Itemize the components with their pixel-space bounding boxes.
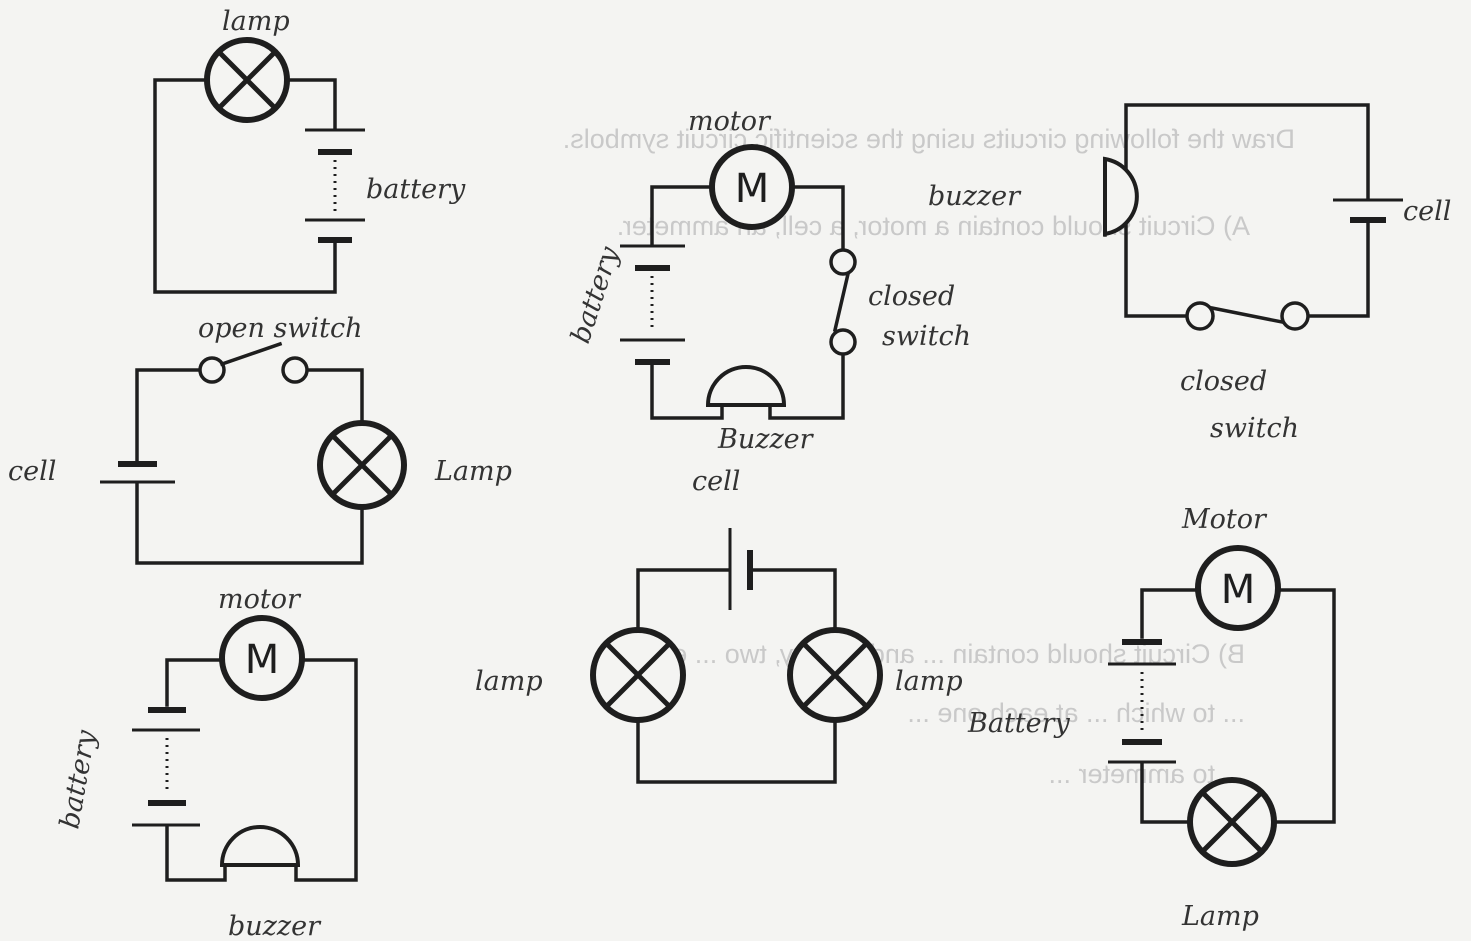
c5-wire-top-left [165,658,224,707]
c4-wire-top-left [135,368,202,464]
circuit-motor-battery-lamp: M Motor Lamp [1108,504,1336,932]
c2-closed-label: closed [868,281,955,312]
circuit-lamp-battery: lamp battery [153,6,466,294]
c5-wire-right [294,658,358,882]
c5-motor-letter: M [245,637,280,683]
c6-wire-top-right [750,568,837,632]
c2-battery-symbol [620,244,685,365]
c6-lamp-right-symbol [787,627,883,723]
c4-wire-top-right [305,368,364,424]
c4-cell-label: cell [8,456,56,487]
c2-motor-symbol: M [709,144,795,230]
c2-cell-label: cell [692,466,740,497]
c6-lamp-left-symbol [590,627,686,723]
c6-wire-top-left [636,568,730,632]
c6-wire-bottom [636,718,837,784]
c3-wire-left [1124,216,1189,318]
c7-motor-label: Motor [1181,504,1268,535]
c1-wire-right [286,78,337,129]
c2-motor-label: motor [688,106,772,137]
c2-buzzer-symbol [705,365,787,407]
c5-battery-label: battery [54,727,102,831]
c1-battery-label: battery [366,174,466,205]
c3-closed-switch-symbol [1185,301,1310,331]
circuit-buzzer-cell-switch: buzzer cell closed switch [928,103,1451,444]
c1-lamp-label: lamp [222,6,290,37]
c2-switch-label: switch [882,321,971,352]
c2-wire-top-left [650,185,714,245]
c7-wire-right [1273,588,1336,824]
c7-lamp-symbol [1187,777,1277,867]
c6-battery-label: Battery [967,708,1071,739]
c4-lamp-label: Lamp [434,456,512,487]
c4-cell-symbol [100,461,175,484]
c3-closed-label: closed [1180,366,1267,397]
c1-lamp-symbol [204,37,290,123]
c6-cell-symbol [728,528,753,610]
ghost-line-1: Draw the following circuits using the sc… [563,124,1295,154]
ghost-line-2: A) Circuit should contain a motor, a cel… [617,211,1250,241]
c2-battery-label: battery [565,243,625,348]
c1-wire-left [153,78,337,294]
c5-battery-symbol [132,707,200,827]
c4-lamp-symbol [317,420,407,510]
c4-wire-bottom [135,482,364,565]
c5-buzzer-label: buzzer [228,911,322,941]
show-through-text: Draw the following circuits using the sc… [563,124,1295,789]
c3-cell-label: cell [1403,196,1451,227]
c4-open-switch-label: open switch [198,313,362,344]
circuit-motor-battery-buzzer: M motor battery buzzer [54,584,358,941]
c7-motor-letter: M [1221,567,1256,613]
c5-motor-label: motor [218,584,302,615]
c2-wire-bottom-right [768,353,845,420]
circuit-cell-two-lamps: lamp lamp Battery [475,528,1071,784]
c7-battery-symbol [1108,639,1176,764]
c5-buzzer-symbol [219,825,301,867]
c2-buzzer-label: Buzzer [717,424,815,455]
c2-wire-bottom-left [650,363,724,420]
ghost-line-4: ... to which ... at each one ... [907,698,1245,728]
c1-battery-symbol [305,128,365,243]
c6-lamp-left-label: lamp [475,666,543,697]
c6-lamp-right-label: lamp [895,666,963,697]
c3-buzzer-label: buzzer [928,181,1022,212]
c3-wire-right [1306,220,1370,318]
c2-motor-letter: M [735,166,770,212]
c2-wire-top-right [790,185,845,252]
circuit-motor-battery-switch-buzzer: M motor battery closed switch Buzzer cel… [565,106,971,497]
c2-closed-switch-symbol [829,248,857,356]
c7-lamp-label: Lamp [1181,901,1259,932]
c5-wire-bottom-left [165,825,227,882]
c5-motor-symbol: M [219,615,305,701]
c4-open-switch-symbol [198,341,309,384]
c7-wire-top-left [1140,588,1199,639]
c3-buzzer-symbol [1103,156,1139,237]
c3-cell-symbol [1333,198,1403,223]
c7-wire-bottom-left [1140,762,1192,824]
circuit-open-switch-cell-lamp: open switch cell Lamp [8,313,512,565]
c3-switch-label: switch [1210,413,1299,444]
c3-wire-top [1124,103,1370,200]
c7-motor-symbol: M [1195,545,1281,631]
